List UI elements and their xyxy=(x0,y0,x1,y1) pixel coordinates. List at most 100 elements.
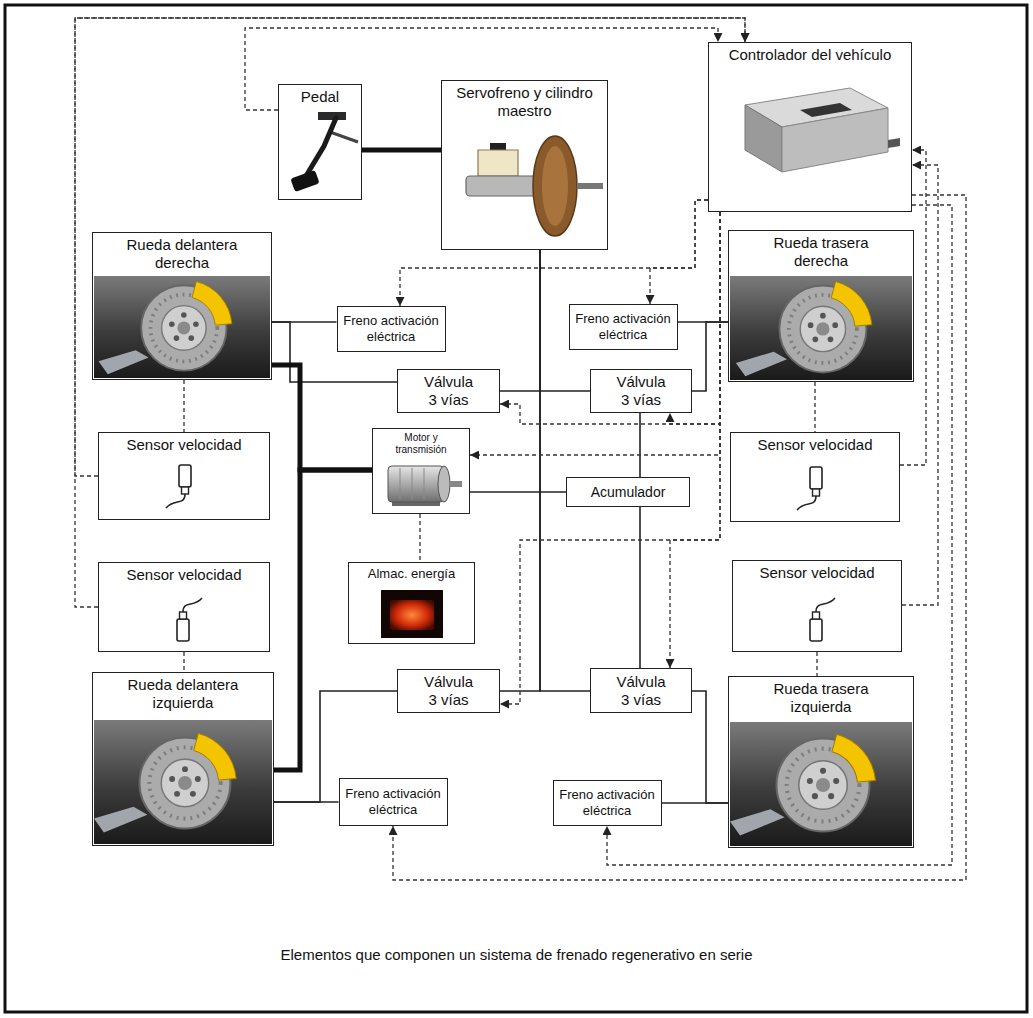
connector-line xyxy=(274,691,397,802)
component-label: Sensor velocidad xyxy=(126,436,241,454)
photo-ground xyxy=(94,720,272,844)
pedal-arm xyxy=(306,118,336,176)
pedal-pad xyxy=(290,170,319,192)
component-box: Válvula 3 vías xyxy=(397,369,500,413)
component-box: Rueda delantera derecha xyxy=(92,232,272,380)
motor-fin xyxy=(400,468,401,500)
pedal-bracket xyxy=(318,112,346,120)
component-box: Controlador del vehículo xyxy=(708,42,912,212)
connector-line xyxy=(650,200,708,304)
speed-sensor-symbol xyxy=(166,465,191,508)
disc-brake xyxy=(736,281,872,376)
speed-sensor-symbol xyxy=(177,598,202,641)
component-label: Freno activación eléctrica xyxy=(340,313,442,344)
component-label: Rueda trasera izquierda xyxy=(751,680,891,716)
component-box: Acumulador xyxy=(566,477,690,507)
component-box: Sensor velocidad xyxy=(98,562,270,652)
battery-glow xyxy=(390,600,434,630)
booster-picture xyxy=(466,136,603,236)
connector-line xyxy=(814,382,815,432)
component-label: Sensor velocidad xyxy=(126,566,241,584)
disc-brake xyxy=(730,734,875,835)
connector-group xyxy=(75,18,966,880)
push-rod xyxy=(577,183,603,189)
outer-frame xyxy=(5,5,1027,1012)
connector-line xyxy=(272,365,372,470)
component-box: Sensor velocidad xyxy=(730,432,900,522)
connector-line xyxy=(400,200,708,306)
connector-line xyxy=(902,165,938,605)
photo-ground xyxy=(94,276,270,378)
photo-ground xyxy=(730,276,912,380)
component-label: Acumulador xyxy=(591,484,666,501)
booster-face xyxy=(542,146,568,226)
connector-line xyxy=(670,212,720,668)
component-box: Pedal xyxy=(278,84,362,200)
connector-line xyxy=(274,470,372,770)
component-box: Rueda trasera derecha xyxy=(728,230,914,382)
connector-line xyxy=(393,195,966,880)
component-label: Válvula 3 vías xyxy=(420,373,478,409)
motor-fin xyxy=(424,468,425,500)
connector-line xyxy=(419,514,420,562)
component-label: Rueda delantera izquierda xyxy=(113,676,253,712)
connector-line xyxy=(639,413,641,477)
component-label: Rueda trasera derecha xyxy=(751,234,891,270)
component-box: Motor y transmisión xyxy=(372,428,470,514)
pedal-rod xyxy=(330,132,358,142)
component-label: Controlador del vehículo xyxy=(729,46,892,64)
speed-sensor-symbol xyxy=(177,598,202,641)
component-box: Válvula 3 vías xyxy=(397,669,500,713)
master-cylinder xyxy=(466,176,538,196)
motor-fin xyxy=(412,468,413,500)
component-label: Rueda delantera derecha xyxy=(112,236,252,272)
component-label: Válvula 3 vías xyxy=(420,673,478,709)
motor-shaft xyxy=(450,481,462,487)
brake-booster xyxy=(533,136,577,236)
component-label: Sensor velocidad xyxy=(757,436,872,454)
connector-line xyxy=(900,150,926,465)
connector-line xyxy=(639,507,641,668)
connector-line xyxy=(183,652,184,672)
component-label: Pedal xyxy=(301,88,339,106)
component-box: Servofreno y cilindro maestro xyxy=(441,80,608,250)
figure-caption: Elementos que componen un sistema de fre… xyxy=(281,946,753,963)
component-box: Válvula 3 vías xyxy=(590,668,692,713)
component-label: Freno activación eléctrica xyxy=(556,787,658,818)
connector-line xyxy=(692,322,728,391)
caption-area: Elementos que componen un sistema de fre… xyxy=(0,946,1033,964)
connector-line xyxy=(500,250,540,391)
wheel-picture xyxy=(94,276,912,846)
battery-ground xyxy=(381,590,443,638)
connector-line xyxy=(362,148,441,153)
motor-picture xyxy=(388,466,462,506)
connector-line xyxy=(75,18,745,476)
motor-end xyxy=(438,466,450,502)
disc-brake xyxy=(94,733,236,832)
component-label: Almac. energía xyxy=(368,566,455,582)
connector-line xyxy=(183,380,184,432)
ecu-connector xyxy=(800,103,852,117)
battery-picture xyxy=(381,590,443,638)
component-box: Freno activación eléctrica xyxy=(553,780,662,826)
connector-line xyxy=(692,691,728,803)
component-box: Almac. energía xyxy=(348,562,475,644)
connector-line xyxy=(75,18,745,607)
fluid-reservoir xyxy=(478,150,518,176)
component-box: Freno activación eléctrica xyxy=(339,778,448,826)
ecu-front xyxy=(745,105,782,172)
motor-body xyxy=(388,466,444,502)
component-label: Válvula 3 vías xyxy=(612,673,670,709)
disc-brake xyxy=(99,281,232,374)
component-label: Freno activación eléctrica xyxy=(572,311,674,342)
connector-line xyxy=(470,212,720,455)
component-box: Rueda delantera izquierda xyxy=(92,672,274,846)
component-label: Válvula 3 vías xyxy=(612,373,670,409)
ecu-side xyxy=(782,108,888,172)
connector-line xyxy=(816,652,817,676)
component-box: Válvula 3 vías xyxy=(590,369,692,413)
connector-line xyxy=(470,491,566,493)
ecu-picture xyxy=(745,88,900,172)
